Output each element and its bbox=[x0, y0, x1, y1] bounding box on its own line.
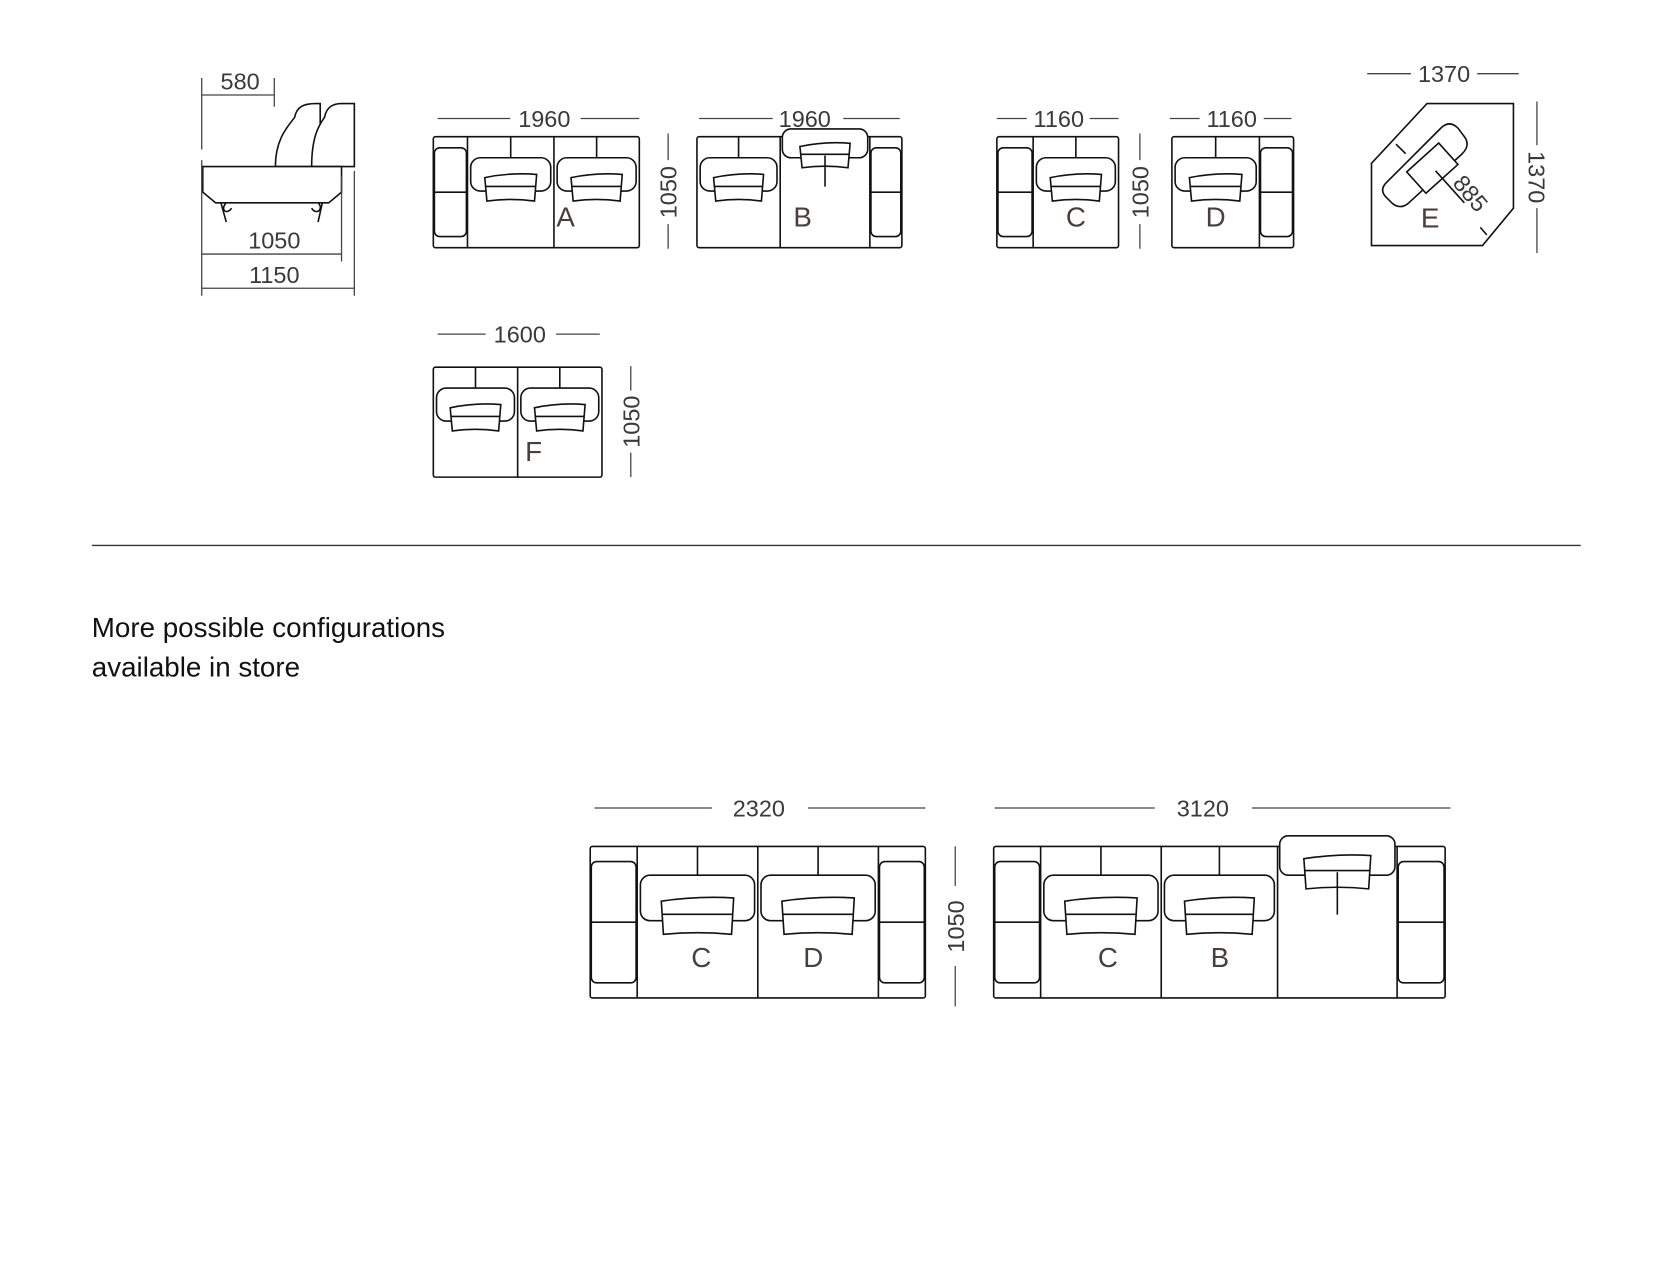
dim-b-width: 1960 bbox=[779, 106, 831, 132]
corner-lines bbox=[1395, 143, 1488, 236]
backrest-rear bbox=[274, 102, 321, 168]
pillow bbox=[483, 173, 538, 202]
side-view-dimensions: 580 1050 1150 bbox=[201, 69, 355, 296]
pillow bbox=[1188, 173, 1243, 202]
dim-a-width: 1960 bbox=[518, 106, 570, 132]
config2-label-c: C bbox=[1098, 942, 1118, 973]
pillow bbox=[570, 173, 624, 202]
dim-f-depth: 1050 bbox=[618, 396, 644, 448]
dim-c-depth: 1050 bbox=[1127, 166, 1153, 218]
dim-d-width: 1160 bbox=[1206, 106, 1256, 132]
dim-f-width: 1600 bbox=[494, 322, 546, 348]
config2-label-b: B bbox=[1211, 942, 1230, 973]
backrest-front bbox=[310, 102, 356, 168]
note-line-1: More possible configurations bbox=[92, 612, 445, 643]
pillow bbox=[712, 173, 765, 202]
seat-side bbox=[201, 165, 343, 204]
pillow bbox=[799, 141, 851, 169]
module-label-c: C bbox=[1066, 201, 1086, 232]
note-line-2: available in store bbox=[92, 652, 300, 683]
dim-e-depth: 1370 bbox=[1523, 151, 1549, 203]
pillow bbox=[1063, 896, 1138, 936]
pillow bbox=[1183, 896, 1256, 936]
legs bbox=[220, 202, 324, 223]
dim-total-depth: 1150 bbox=[249, 262, 299, 288]
module-label-d: D bbox=[1206, 201, 1226, 232]
pillow bbox=[449, 403, 502, 432]
corner-pillow bbox=[1405, 141, 1460, 195]
dim-c-width: 1160 bbox=[1034, 106, 1084, 132]
dim-a-depth: 1050 bbox=[656, 166, 682, 218]
pillow bbox=[1049, 173, 1103, 202]
dim-back-depth: 580 bbox=[221, 69, 260, 95]
config1-label-d: D bbox=[803, 942, 823, 973]
config1-label-c: C bbox=[691, 942, 711, 973]
module-label-f: F bbox=[525, 436, 542, 467]
module-label-e: E bbox=[1421, 202, 1440, 233]
module-label-a: A bbox=[556, 201, 575, 232]
pillow bbox=[660, 896, 735, 936]
pillow bbox=[533, 403, 586, 432]
dim-config1-width: 2320 bbox=[733, 796, 785, 822]
module-shapes bbox=[201, 102, 1515, 999]
pillow bbox=[1303, 854, 1372, 890]
dim-seat-depth: 1050 bbox=[248, 228, 300, 254]
pillow bbox=[781, 896, 856, 936]
dim-config2-width: 3120 bbox=[1177, 796, 1229, 822]
dim-e-width: 1370 bbox=[1418, 61, 1470, 87]
dim-config1-depth: 1050 bbox=[943, 900, 969, 952]
module-label-b: B bbox=[793, 201, 812, 232]
